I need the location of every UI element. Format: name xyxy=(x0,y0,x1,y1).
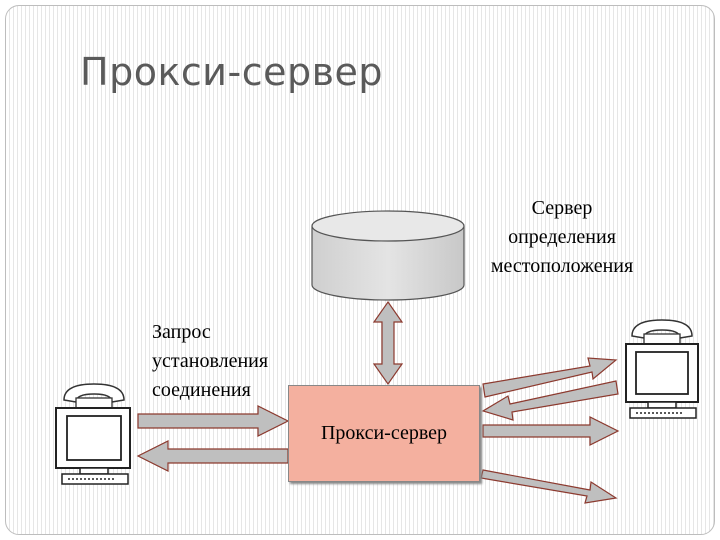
computer-monitor-icon xyxy=(625,343,699,409)
location-server-label-line-1: Сервер xyxy=(531,197,593,219)
connection-request-label-line-3: соединения xyxy=(152,379,251,401)
phone-icon xyxy=(631,319,693,345)
keyboard-icon xyxy=(629,407,697,419)
right-workstation xyxy=(625,319,699,419)
location-server-label-line-3: местоположения xyxy=(490,255,634,277)
arrow-right-middle xyxy=(482,416,620,446)
location-server-label-line-2: определения xyxy=(508,226,616,248)
connection-request-label-line-1: Запрос xyxy=(152,321,211,343)
arrow-to-proxy xyxy=(137,405,290,437)
arrow-from-proxy xyxy=(136,440,289,472)
connection-request-label-line-2: установления xyxy=(152,350,269,372)
keyboard-icon xyxy=(61,473,129,485)
arrow-right-bottom xyxy=(480,469,618,504)
phone-icon xyxy=(63,383,125,409)
arrow-from-right-phone xyxy=(481,380,619,421)
database-icon xyxy=(311,210,465,301)
computer-monitor-icon xyxy=(55,407,131,475)
location-server-label: Сервер определения местоположения xyxy=(470,194,654,281)
connection-request-label: Запрос установления соединения xyxy=(152,318,302,405)
double-arrow-icon xyxy=(372,300,404,386)
left-workstation xyxy=(55,383,131,485)
slide-title: Прокси-сервер xyxy=(80,50,383,94)
proxy-server-box: Прокси-сервер xyxy=(288,385,480,482)
proxy-server-label: Прокси-сервер xyxy=(320,422,448,444)
arrow-to-right-phone xyxy=(482,357,618,398)
